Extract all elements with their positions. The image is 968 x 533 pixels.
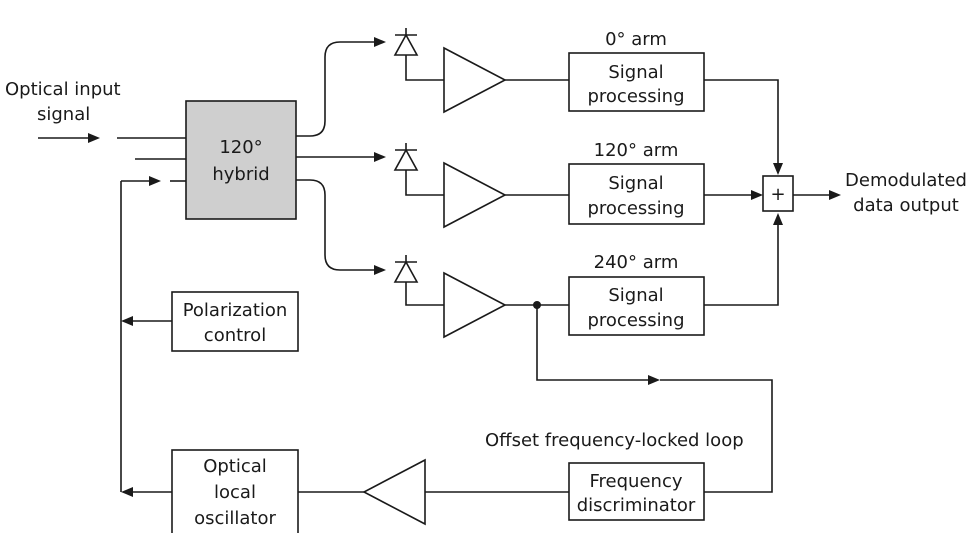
summing-junction-label: + xyxy=(770,184,785,205)
signal-processing-240-block xyxy=(568,276,705,336)
hybrid-output-240-arrowhead xyxy=(374,265,386,275)
lo-output-arrowhead xyxy=(121,487,133,497)
frequency-discriminator-label-line2: discriminator xyxy=(577,495,696,516)
hybrid-block xyxy=(185,100,297,220)
arm-0-arrowhead xyxy=(773,163,783,175)
signal-processing-120-label-line1: Signal xyxy=(608,173,663,194)
arm-240-label: 240° arm xyxy=(594,252,679,273)
arm-0-to-summer xyxy=(704,79,779,164)
photodiode-240-lead-out xyxy=(405,282,444,306)
arm-120-arrowhead xyxy=(751,190,763,200)
arm-120-label: 120° arm xyxy=(594,140,679,161)
arm-0-label: 0° arm xyxy=(605,29,667,50)
signal-processing-240-label-line2: processing xyxy=(587,310,684,331)
loop-tap-line xyxy=(536,305,648,381)
input-label-line2: signal xyxy=(37,104,90,125)
amplifier-120-icon xyxy=(443,161,507,229)
hybrid-label-line1: 120° xyxy=(219,137,262,158)
signal-processing-0-label-line2: processing xyxy=(587,86,684,107)
polarization-arrowhead xyxy=(121,316,133,326)
frequency-discriminator-label-line1: Frequency xyxy=(590,471,683,492)
signal-processing-0-label-line1: Signal xyxy=(608,62,663,83)
photodiode-120-lead-out xyxy=(405,170,444,196)
lo-feedback-arrowhead xyxy=(149,176,161,186)
output-label-line2: data output xyxy=(853,195,959,216)
arm-240-to-summer xyxy=(704,224,779,306)
hybrid-output-240 xyxy=(296,179,374,271)
amplifier-0-icon xyxy=(443,46,507,114)
photodiode-240-icon xyxy=(393,260,419,283)
polarization-control-label-line2: control xyxy=(204,325,266,346)
photodiode-0-icon xyxy=(393,33,419,56)
local-oscillator-label-line3: oscillator xyxy=(194,508,276,529)
frequency-discriminator-block xyxy=(568,462,705,521)
loop-label: Offset frequency-locked loop xyxy=(485,430,744,451)
signal-processing-240-label-line1: Signal xyxy=(608,285,663,306)
loop-tap-arrowhead xyxy=(648,375,660,385)
hybrid-label-line2: hybrid xyxy=(212,164,269,185)
photodiode-120-icon xyxy=(393,148,419,171)
summing-junction-box xyxy=(762,175,794,212)
input-label-line1: Optical input xyxy=(5,79,121,100)
arm-240-arrowhead xyxy=(773,213,783,225)
local-oscillator-label-line2: local xyxy=(214,482,256,503)
amplifier-240-icon xyxy=(443,271,507,339)
hybrid-output-120-arrowhead xyxy=(374,152,386,162)
photodiode-0-lead-out xyxy=(405,55,444,81)
loop-return-line xyxy=(660,379,773,493)
hybrid-output-0-arrowhead xyxy=(374,37,386,47)
local-oscillator-block xyxy=(171,449,299,533)
signal-processing-120-block xyxy=(568,163,705,225)
input-arrowhead xyxy=(88,133,100,143)
output-arrowhead xyxy=(829,190,841,200)
loop-amplifier-icon xyxy=(362,458,426,526)
polarization-control-label-line1: Polarization xyxy=(183,300,288,321)
output-label-line1: Demodulated xyxy=(845,170,967,191)
local-oscillator-label-line1: Optical xyxy=(203,456,267,477)
signal-processing-0-block xyxy=(568,52,705,112)
signal-processing-120-label-line2: processing xyxy=(587,198,684,219)
hybrid-output-0 xyxy=(296,41,374,137)
